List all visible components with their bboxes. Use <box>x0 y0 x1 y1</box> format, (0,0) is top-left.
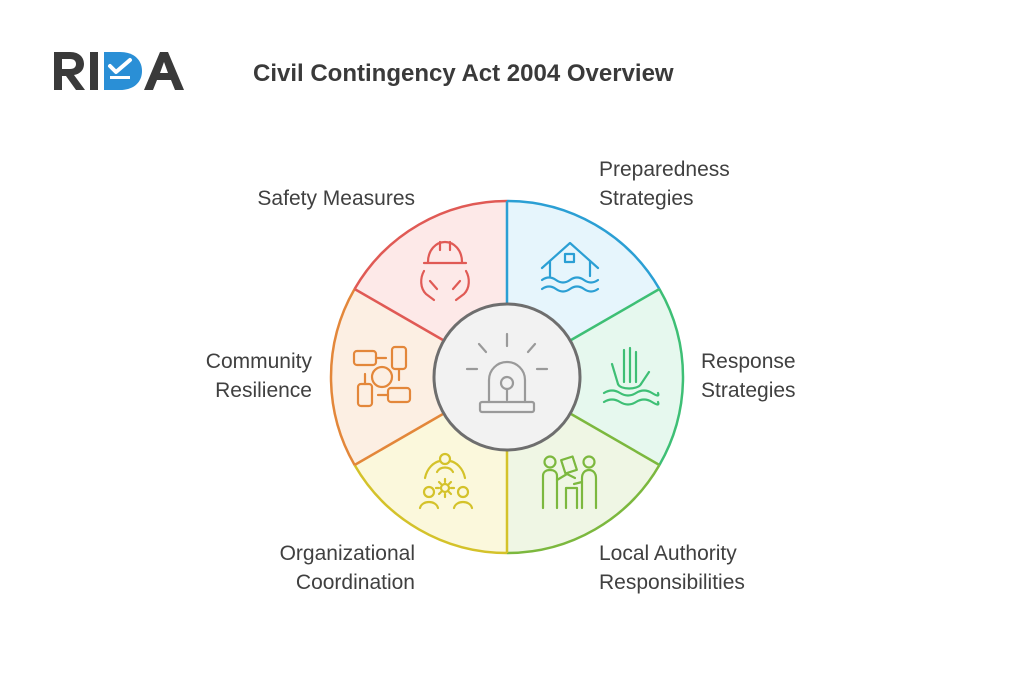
segment-arc-preparedness <box>506 199 661 290</box>
helmet-hands-icon <box>420 240 470 302</box>
segment-local-authority <box>507 413 660 553</box>
segment-arc-safety <box>353 199 508 290</box>
segment-arc-organizational <box>353 464 508 555</box>
joined-hands-icon <box>352 345 412 408</box>
page-title: Civil Contingency Act 2004 Overview <box>253 60 674 87</box>
segment-divider <box>353 287 445 342</box>
segment-arc-local-authority <box>506 464 661 555</box>
segment-response <box>570 289 683 465</box>
siren-icon <box>465 332 549 414</box>
segment-divider <box>353 412 445 467</box>
segment-community <box>331 289 444 465</box>
flooded-house-icon <box>540 241 600 293</box>
segment-preparedness <box>507 201 660 341</box>
segment-arc-community <box>329 288 356 466</box>
segment-divider <box>569 287 661 342</box>
segment-organizational <box>354 413 507 553</box>
rida-logo <box>54 52 184 90</box>
people-handover-icon <box>541 455 598 510</box>
segment-arc-response <box>658 288 685 466</box>
hand-in-water-icon <box>602 346 660 406</box>
team-gear-icon <box>418 452 474 510</box>
segment-safety <box>354 201 507 341</box>
segment-divider <box>569 412 661 467</box>
label-safety: Safety Measures <box>257 187 415 210</box>
